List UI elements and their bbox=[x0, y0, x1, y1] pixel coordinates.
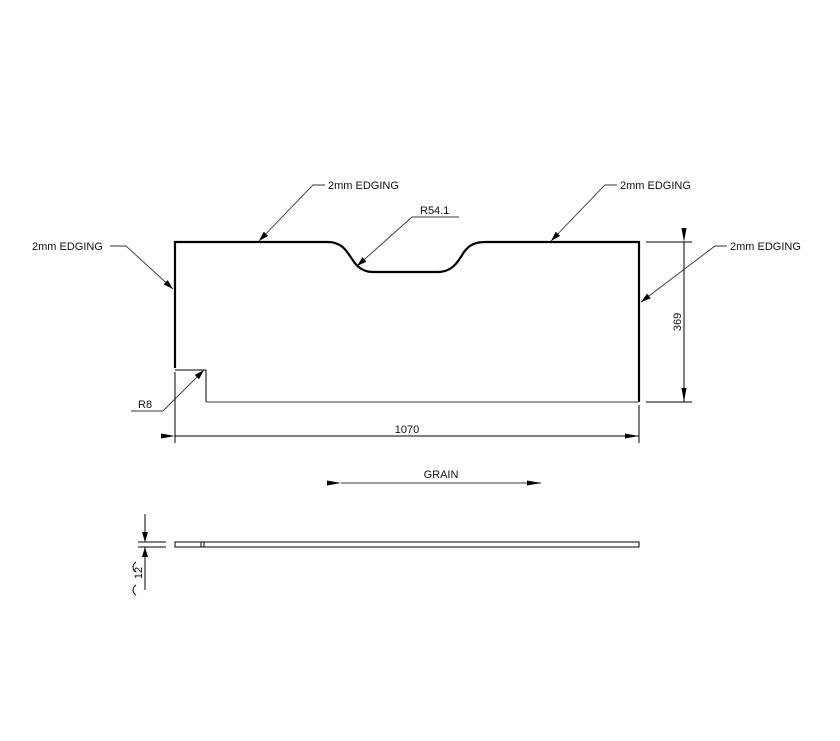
side-view-panel bbox=[174, 541, 640, 548]
dimension-width bbox=[161, 372, 640, 443]
radius-label-cutout: R54.1 bbox=[420, 205, 449, 217]
radius-label-corner: R8 bbox=[138, 399, 152, 411]
edging-label-top-right: 2mm EDGING bbox=[620, 180, 691, 192]
dimension-height-label: 369 bbox=[672, 313, 684, 331]
edging-label-right: 2mm EDGING bbox=[730, 241, 801, 253]
radius-leader-corner bbox=[131, 369, 205, 412]
dimension-width-label: 1070 bbox=[395, 424, 419, 436]
radius-leader-cutout bbox=[356, 216, 459, 267]
edging-leader-top-right bbox=[550, 184, 617, 242]
thickness-paren-open bbox=[132, 561, 137, 573]
edging-leader-right bbox=[640, 245, 727, 303]
edging-leader-top-left bbox=[258, 184, 325, 242]
edging-label-top-left: 2mm EDGING bbox=[328, 180, 399, 192]
dimension-thickness-label: 12 bbox=[133, 567, 145, 579]
grain-label: GRAIN bbox=[424, 469, 459, 481]
dimension-thickness bbox=[138, 514, 166, 590]
panel-outline bbox=[173, 240, 641, 403]
dimension-height bbox=[646, 228, 692, 403]
thickness-paren-close bbox=[132, 584, 137, 596]
edging-leader-left bbox=[110, 245, 174, 290]
edging-label-left: 2mm EDGING bbox=[32, 241, 103, 253]
